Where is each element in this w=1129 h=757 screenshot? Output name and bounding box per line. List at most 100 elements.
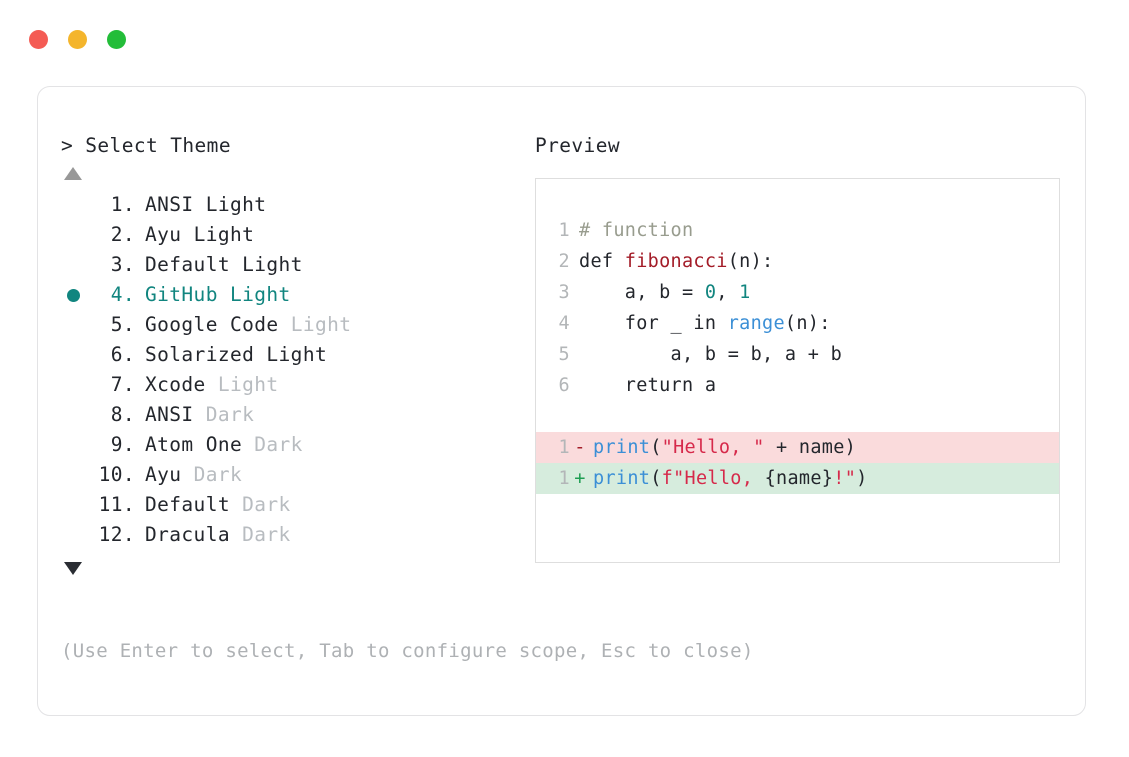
theme-list: 1. ANSI Light 2. Ayu Light 3. Default Light… bbox=[61, 190, 531, 550]
theme-item-name: Xcode bbox=[145, 373, 218, 396]
theme-list-item[interactable]: 3.Default Light bbox=[61, 250, 531, 280]
code-token: a, b = bbox=[579, 282, 705, 303]
selection-bullet-slot bbox=[61, 310, 91, 340]
code-line: 6 return a bbox=[536, 370, 1059, 401]
close-dot[interactable] bbox=[29, 30, 48, 49]
theme-list-item[interactable]: 12. Dracula Dark bbox=[61, 520, 531, 550]
theme-item-index: 7. bbox=[98, 373, 135, 396]
diff-marker: + bbox=[574, 468, 586, 489]
code-line-text: return a bbox=[570, 370, 716, 401]
diff-marker: - bbox=[574, 437, 586, 458]
selection-bullet-slot bbox=[61, 520, 91, 550]
theme-item-name: Default bbox=[145, 253, 243, 276]
theme-list-item[interactable]: 1. ANSI Light bbox=[61, 190, 531, 220]
maximize-dot[interactable] bbox=[107, 30, 126, 49]
code-line-text: for _ in range(n): bbox=[570, 308, 831, 339]
theme-item-index: 3. bbox=[98, 253, 135, 276]
theme-list-item[interactable]: 11.Default Dark bbox=[61, 490, 531, 520]
code-token: (n): bbox=[784, 313, 831, 334]
theme-list-item[interactable]: 6.Solarized Light bbox=[61, 340, 531, 370]
theme-item-index: 10. bbox=[98, 463, 135, 486]
selection-bullet-slot bbox=[61, 400, 91, 430]
theme-item-variant: Light bbox=[193, 223, 255, 246]
code-line: 4 for _ in range(n): bbox=[536, 308, 1059, 339]
code-token: 0 bbox=[704, 282, 717, 303]
minimize-dot[interactable] bbox=[68, 30, 87, 49]
code-line: 3 a, b = 0, 1 bbox=[536, 277, 1059, 308]
code-line-text: # function bbox=[570, 215, 693, 246]
keyboard-hint: (Use Enter to select, Tab to configure s… bbox=[61, 640, 754, 662]
theme-item-name: Ayu bbox=[145, 463, 194, 486]
line-number: 3 bbox=[558, 282, 570, 303]
selection-bullet-slot bbox=[61, 220, 91, 250]
theme-item-name: ANSI bbox=[145, 193, 206, 216]
code-token: f"Hello, bbox=[661, 468, 765, 489]
line-number: 1 bbox=[558, 468, 570, 489]
theme-list-item[interactable]: 4.GitHub Light bbox=[61, 280, 531, 310]
theme-item-variant: Dark bbox=[205, 403, 255, 426]
code-token: print bbox=[593, 437, 651, 458]
theme-item-index: 11. bbox=[98, 493, 135, 516]
theme-item-variant: Dark bbox=[254, 433, 303, 456]
theme-item-variant: Light bbox=[205, 193, 267, 216]
theme-item-name: Dracula bbox=[145, 523, 243, 546]
scroll-down-icon[interactable] bbox=[64, 562, 82, 575]
selection-bullet-slot bbox=[61, 250, 91, 280]
theme-item-name: GitHub bbox=[145, 283, 230, 306]
code-token: a, b = b, a + b bbox=[579, 344, 843, 365]
selector-title: > Select Theme bbox=[61, 134, 231, 157]
theme-item-index: 5. bbox=[98, 313, 135, 336]
theme-item-variant: Light bbox=[229, 283, 291, 306]
theme-list-item[interactable]: 7.Xcode Light bbox=[61, 370, 531, 400]
theme-list-item[interactable]: 5. Google Code Light bbox=[61, 310, 531, 340]
selection-bullet-slot bbox=[61, 190, 91, 220]
diff-line: 1-print("Hello, " + name) bbox=[536, 432, 1059, 463]
theme-item-index: 1. bbox=[98, 193, 135, 216]
code-token: print bbox=[593, 468, 651, 489]
code-token: fibonacci bbox=[624, 251, 728, 272]
theme-item-variant: Light bbox=[290, 313, 352, 336]
code-line-text: a, b = 0, 1 bbox=[570, 277, 751, 308]
code-token: def bbox=[579, 251, 625, 272]
selection-bullet-slot bbox=[61, 460, 91, 490]
window-controls bbox=[29, 30, 126, 49]
theme-item-name: Ayu bbox=[145, 223, 194, 246]
scroll-up-icon[interactable] bbox=[64, 167, 82, 180]
theme-picker-card: > Select Theme 1. ANSI Light 2. Ayu Light … bbox=[37, 86, 1086, 716]
code-line: 5 a, b = b, a + b bbox=[536, 339, 1059, 370]
theme-list-item[interactable]: 8. ANSI Dark bbox=[61, 400, 531, 430]
selection-bullet-slot bbox=[61, 280, 91, 310]
code-token: ) bbox=[856, 468, 868, 489]
theme-item-name: Google Code bbox=[145, 313, 291, 336]
diff-block: 1-print("Hello, " + name)1+print(f"Hello… bbox=[536, 432, 1059, 494]
code-line-text: def fibonacci(n): bbox=[570, 246, 773, 277]
theme-item-variant: Dark bbox=[193, 463, 243, 486]
theme-list-item[interactable]: 10. Ayu Dark bbox=[61, 460, 531, 490]
code-line-text: a, b = b, a + b bbox=[570, 339, 842, 370]
code-token: "Hello, " bbox=[661, 437, 765, 458]
theme-item-index: 2. bbox=[98, 223, 135, 246]
theme-item-variant: Dark bbox=[242, 523, 291, 546]
theme-list-item[interactable]: 2. Ayu Light bbox=[61, 220, 531, 250]
theme-item-name: ANSI bbox=[145, 403, 206, 426]
code-token: !" bbox=[833, 468, 857, 489]
code-token: {name} bbox=[764, 468, 834, 489]
diff-line: 1+print(f"Hello, {name}!") bbox=[536, 463, 1059, 494]
theme-list-item[interactable]: 9.Atom One Dark bbox=[61, 430, 531, 460]
selection-bullet-slot bbox=[61, 370, 91, 400]
code-token: ( bbox=[650, 468, 662, 489]
diff-line-text: print("Hello, " + name) bbox=[590, 432, 856, 463]
code-token: , bbox=[716, 282, 740, 303]
diff-line-text: print(f"Hello, {name}!") bbox=[590, 463, 868, 494]
line-number: 2 bbox=[558, 251, 570, 272]
theme-item-index: 8. bbox=[98, 403, 135, 426]
line-number: 5 bbox=[558, 344, 570, 365]
theme-item-index: 12. bbox=[98, 523, 135, 546]
code-token: return a bbox=[579, 375, 717, 396]
card-body: > Select Theme 1. ANSI Light 2. Ayu Light … bbox=[38, 87, 1085, 715]
code-token: range bbox=[727, 313, 785, 334]
